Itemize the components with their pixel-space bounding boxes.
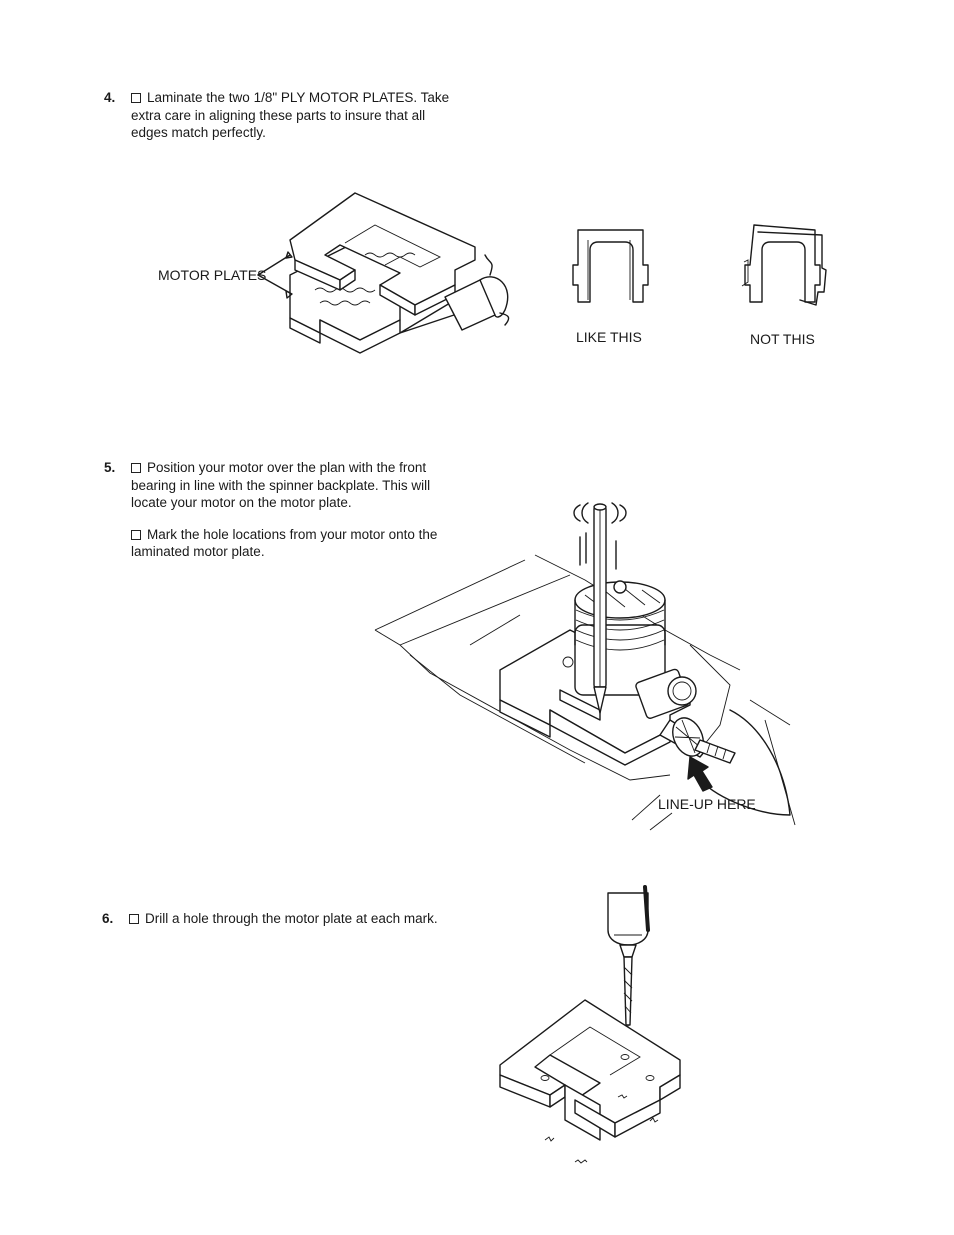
not-this-label: NOT THIS (750, 331, 815, 347)
checkbox[interactable] (131, 529, 141, 540)
motor-plates-figure: MOTOR PLATES (158, 192, 510, 354)
step-text: Drill a hole through the motor plate at … (145, 911, 438, 926)
step-text: Position your motor over the plan with t… (131, 460, 431, 510)
checkbox[interactable] (131, 93, 141, 103)
checkbox[interactable] (131, 463, 141, 473)
step-number: 4. (104, 90, 116, 105)
like-this-label: LIKE THIS (576, 329, 642, 345)
motor-positioning-figure: LINE-UP HERE (374, 502, 796, 831)
motor-plates-label: MOTOR PLATES (158, 267, 266, 283)
step-text: Mark the hole locations from your motor … (131, 526, 438, 560)
like-this-figure: LIKE THIS (572, 229, 649, 345)
checkbox[interactable] (129, 914, 139, 924)
not-this-figure: NOT THIS (741, 224, 827, 347)
line-up-label: LINE-UP HERE (658, 796, 756, 812)
step-number: 6. (102, 911, 114, 926)
step-number: 5. (104, 460, 116, 475)
step-text: Laminate the two 1/8" PLY MOTOR PLATES. … (131, 90, 450, 140)
drilling-figure (499, 885, 681, 1164)
